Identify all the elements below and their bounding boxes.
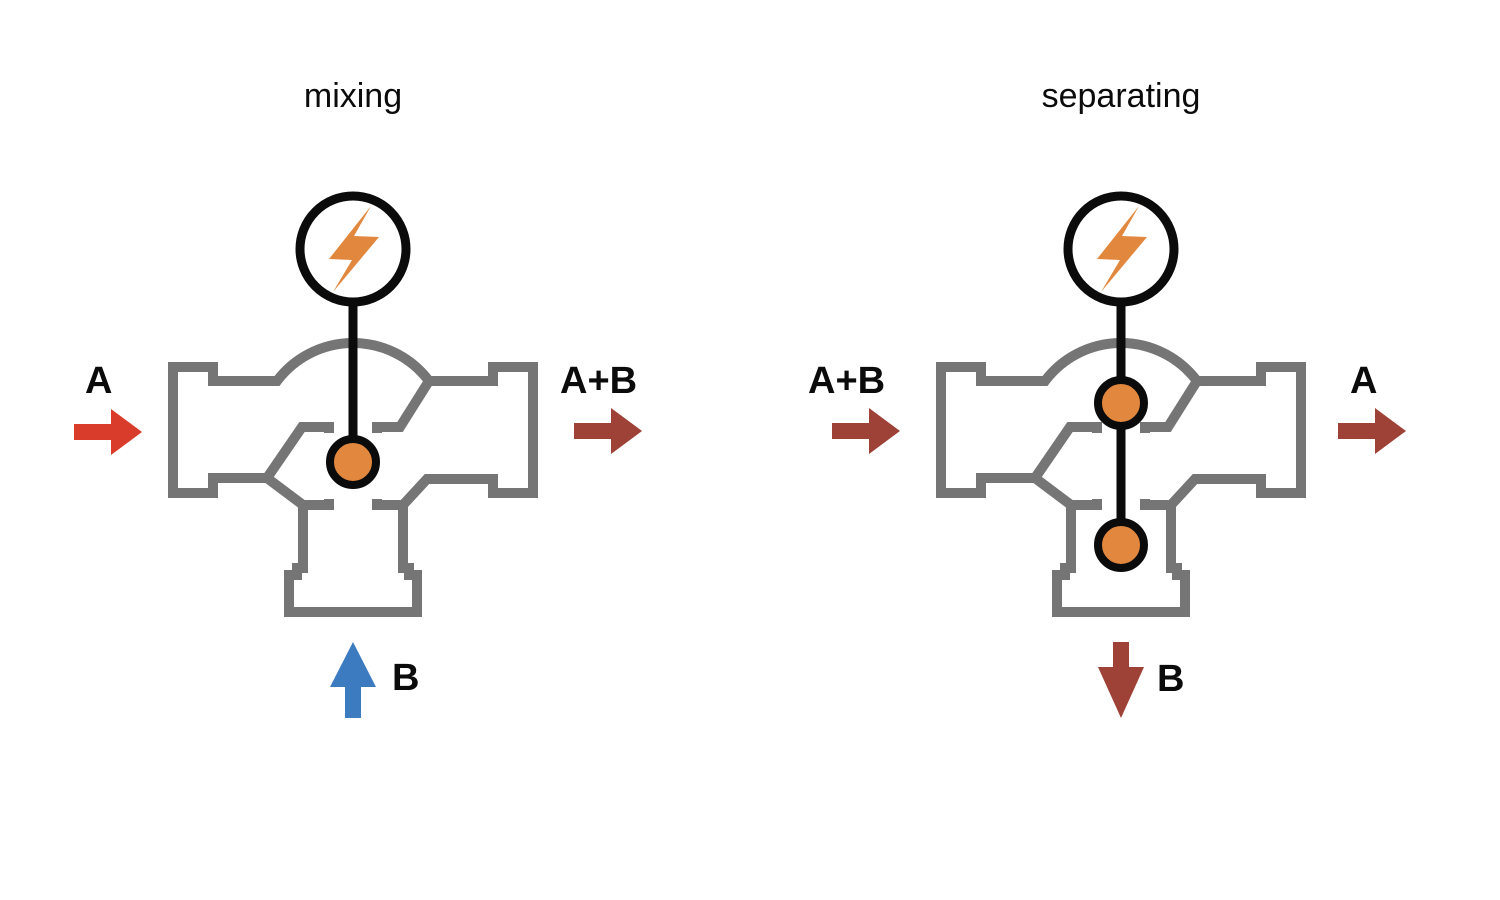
- separating-outlet-a-arrow-icon: [1338, 408, 1406, 454]
- separating-valve-plug-top: [1094, 376, 1148, 430]
- separating-title: separating: [1041, 77, 1201, 115]
- separating-port-label-ab: A+B: [808, 360, 886, 402]
- mixing-port-label-ab: A+B: [560, 360, 638, 402]
- separating-inlet-ab-arrow-icon: [832, 408, 900, 454]
- mixing-valve-group: [74, 196, 642, 718]
- mixing-valve-plug: [326, 435, 380, 489]
- mixing-inlet-a-arrow-icon: [74, 409, 142, 455]
- separating-port-label-b: B: [1157, 658, 1185, 700]
- mixing-port-label-a: A: [85, 360, 113, 402]
- mixing-port-label-b: B: [392, 657, 420, 699]
- separating-port-label-a: A: [1350, 360, 1378, 402]
- mixing-actuator-icon: [300, 196, 406, 302]
- mixing-title: mixing: [303, 77, 403, 115]
- mixing-outlet-ab-arrow-icon: [574, 408, 642, 454]
- separating-valve-plug-bottom: [1094, 518, 1148, 572]
- separating-outlet-b-arrow-icon: [1098, 642, 1144, 718]
- separating-valve-group: [832, 196, 1406, 718]
- separating-actuator-icon: [1068, 196, 1174, 302]
- mixing-inlet-b-arrow-icon: [330, 642, 376, 718]
